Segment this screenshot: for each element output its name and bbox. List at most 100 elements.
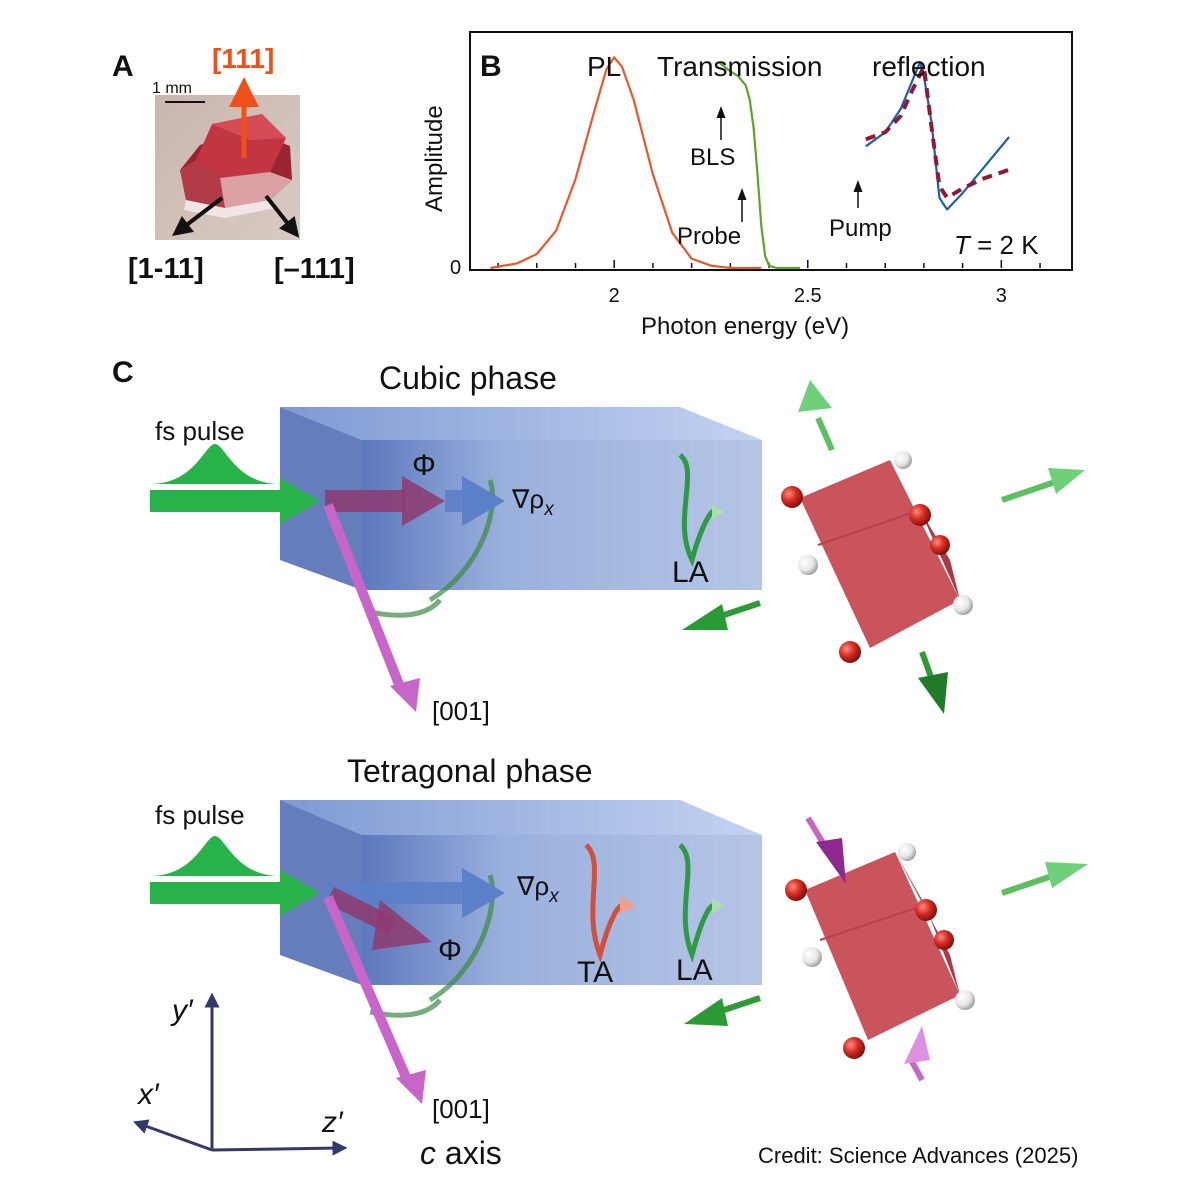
- cubic-arrow-right-head: [1048, 468, 1085, 494]
- cubic-la-head: [712, 504, 724, 520]
- cubic-arrow-right-shaft: [1001, 479, 1056, 503]
- series-line-transmission: [718, 61, 800, 270]
- cubic-atom-white: [953, 595, 973, 615]
- z-prime-label: z′: [321, 1106, 344, 1139]
- dir-111-label: [111]: [212, 43, 274, 74]
- cubic-arc: [428, 479, 495, 603]
- temperature-symbol: T: [954, 230, 972, 260]
- tetragonal-001-label: [001]: [432, 1094, 490, 1124]
- tetragonal-atom-red: [934, 930, 954, 950]
- cubic-arrow-down-shaft: [919, 650, 935, 682]
- cubic-atom-red: [839, 641, 861, 663]
- tetragonal-cell-front: [805, 852, 960, 1040]
- cubic-beam: [150, 490, 280, 512]
- x-prime-label: x′: [136, 1078, 160, 1111]
- cubic-grad-shaft: [445, 490, 465, 512]
- cubic-atom-red: [930, 535, 950, 555]
- crystal-sample: [180, 114, 292, 218]
- cubic-phi-label: Φ: [412, 449, 436, 482]
- panel-a-letter: A: [112, 50, 134, 83]
- tetragonal-arrow-left-shaft: [717, 995, 761, 1015]
- cubic-la-label: LA: [672, 556, 709, 589]
- tetragonal-pulse-shape: [150, 836, 280, 876]
- dir-1-11-label: [1-11]: [128, 253, 204, 285]
- cubic-beam-head: [280, 478, 320, 524]
- x-axis-label: Photon energy (eV): [641, 313, 849, 340]
- cubic-arrow-left-head: [682, 604, 728, 630]
- cubic-atom-red: [909, 504, 931, 526]
- tetragonal-ta-label: TA: [577, 956, 613, 989]
- tetragonal-la-wave: [678, 843, 718, 963]
- cubic-cell-front: [800, 460, 960, 648]
- z-prime-axis: [211, 1140, 348, 1156]
- tetragonal-fs-pulse-label: fs pulse: [155, 800, 245, 830]
- tetragonal-grad-head: [462, 868, 505, 918]
- cubic-la-wave: [678, 453, 719, 568]
- cubic-001-label: [001]: [432, 696, 490, 726]
- scale-bar-label: 1 mm: [152, 80, 192, 97]
- cubic-pulse-shape: [150, 444, 280, 484]
- cubic-arrow-down-head: [918, 672, 948, 714]
- tetragonal-arrow-left-head: [684, 998, 728, 1026]
- cubic-grad-label: ∇ρx: [511, 484, 555, 520]
- arrow-1-11: [172, 196, 224, 237]
- tetragonal-atom-white: [898, 843, 916, 861]
- tetragonal-atom-white: [802, 947, 822, 967]
- tetragonal-phase-scene: Tetragonal phase fs pulse Φ ∇ρx [001] c …: [150, 753, 1088, 1171]
- cubic-001-shaft: [323, 503, 407, 694]
- cubic-phi-head: [402, 476, 445, 526]
- tetragonal-slab-front: [362, 835, 762, 985]
- probe-label: Probe: [677, 223, 741, 250]
- tetragonal-la-head: [712, 898, 724, 914]
- x-tick-label: 2.5: [794, 285, 822, 307]
- c-axis-label: c axis: [420, 1135, 502, 1171]
- cubic-atom-white: [798, 555, 818, 575]
- series-line-reflection: [865, 61, 1010, 211]
- tetragonal-slab-top: [280, 800, 762, 835]
- panel-c-letter: C: [112, 356, 134, 389]
- cubic-atom-white: [894, 451, 912, 469]
- tetragonal-grad-symbol: ∇ρ: [516, 871, 549, 901]
- cubic-phi-shaft: [325, 490, 405, 512]
- cubic-slab-top: [280, 407, 762, 440]
- tetragonal-unit-cell: [785, 843, 975, 1059]
- y-axis-label: Amplitude: [421, 105, 448, 212]
- cubic-arrow-up-shaft: [815, 416, 835, 452]
- tetragonal-phi-label: Φ: [438, 934, 462, 967]
- tetragonal-001-head: [396, 1070, 426, 1104]
- credit-line: Credit: Science Advances (2025): [758, 1143, 1078, 1168]
- x-tick-label: 3: [996, 285, 1007, 307]
- tetragonal-la-label: LA: [676, 954, 713, 987]
- cubic-grad-subscript: x: [543, 499, 555, 520]
- x-prime-axis: [132, 1119, 213, 1152]
- coordinate-axes: y′ x′ z′: [132, 992, 348, 1156]
- chart-lines: [490, 56, 1010, 270]
- series-line-fit: [865, 64, 1010, 200]
- y-prime-label: y′: [170, 994, 194, 1027]
- cubic-grad-head: [462, 476, 505, 526]
- tetragonal-atom-red: [785, 879, 807, 901]
- cubic-arc-lower: [369, 598, 442, 618]
- panel-a: A 1 mm [111] [1-11] [–111]: [112, 43, 355, 285]
- temperature-label: T = 2 K: [954, 230, 1039, 260]
- tetragonal-arrow-in-bottom-head: [904, 1026, 930, 1064]
- tetragonal-atom-red: [843, 1037, 865, 1059]
- y-tick-0: 0: [450, 257, 461, 279]
- c-axis-text: axis: [436, 1135, 502, 1171]
- tetragonal-arrow-in-top-head: [816, 838, 846, 884]
- panel-b-letter: B: [480, 50, 502, 83]
- cubic-fs-pulse-label: fs pulse: [155, 416, 245, 446]
- cubic-phase-scene: Cubic phase fs pulse Φ ∇ρx [001] LA: [150, 360, 1085, 726]
- cubic-arrow-left-shaft: [717, 600, 761, 620]
- temperature-value: = 2 K: [970, 230, 1039, 260]
- reflection-label: reflection: [872, 51, 986, 82]
- tetragonal-phi-head: [372, 900, 432, 950]
- cubic-unit-cell: [781, 451, 973, 663]
- tetragonal-ta-wave: [584, 843, 628, 963]
- tetragonal-grad-subscript: x: [548, 886, 560, 907]
- cubic-title: Cubic phase: [379, 360, 557, 396]
- transmission-label: Transmission: [657, 51, 822, 82]
